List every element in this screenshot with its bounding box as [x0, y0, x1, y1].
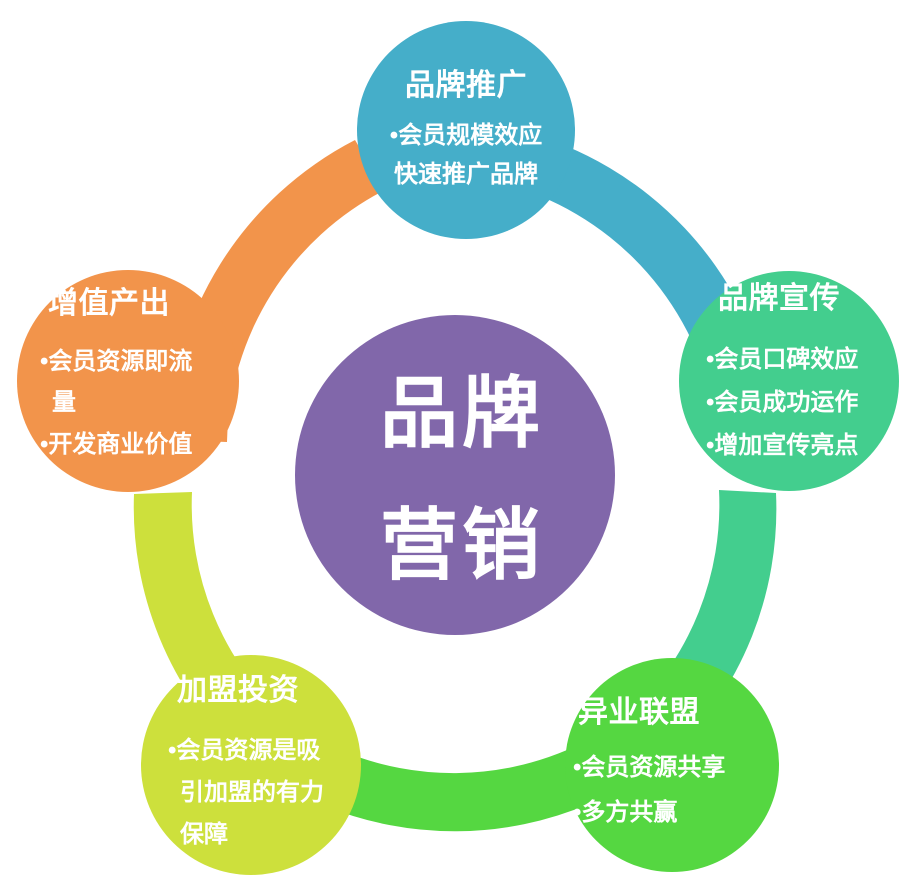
node-brand-promotion-bullet-0: •会员规模效应 — [390, 121, 542, 149]
connector-alliance-to-franchise — [325, 750, 589, 832]
node-value-added-output[interactable]: 增值产出 •会员资源即流 量 •开发商业价值 — [17, 270, 239, 492]
node-brand-publicity-bullet-1: •会员成功运作 — [706, 388, 858, 416]
node-brand-promotion-bullet-1: 快速推广品牌 — [394, 160, 538, 188]
bullet-marker: • — [706, 346, 714, 373]
node-value-added-output-bullet-2: •开发商业价值 — [40, 430, 192, 458]
bullet-marker: • — [573, 799, 581, 826]
bullet-marker: • — [390, 122, 398, 149]
bullet-text: 开发商业价值 — [48, 430, 192, 458]
node-brand-publicity-circle[interactable] — [679, 271, 899, 491]
node-value-added-output-bullet-1: 量 — [52, 389, 76, 416]
node-cross-industry-alliance-circle[interactable] — [565, 658, 779, 872]
bullet-marker: • — [706, 389, 714, 416]
node-franchise-investment-title: 加盟投资 — [177, 674, 299, 707]
node-cross-industry-alliance-bullet-0: •会员资源共享 — [573, 753, 725, 781]
bullet-marker: • — [40, 348, 48, 375]
node-value-added-output-circle[interactable] — [17, 270, 239, 492]
node-brand-publicity-title: 品牌宣传 — [718, 282, 840, 315]
node-brand-publicity-bullet-0: •会员口碑效应 — [706, 345, 858, 373]
center-hub[interactable]: 品牌 营销 — [295, 315, 615, 635]
bullet-marker: • — [40, 431, 48, 458]
center-hub-title-line1: 品牌 — [380, 369, 544, 457]
bullet-text: 会员资源是吸 — [176, 736, 320, 764]
node-brand-promotion-title: 品牌推广 — [405, 69, 527, 102]
node-franchise-investment-bullet-0: •会员资源是吸 — [168, 736, 320, 764]
bullet-text: 多方共赢 — [581, 798, 677, 826]
node-brand-promotion-circle[interactable] — [357, 21, 575, 239]
bullet-marker: • — [168, 737, 176, 764]
bullet-marker: • — [706, 432, 714, 459]
bullet-text: 会员规模效应 — [398, 121, 542, 149]
center-hub-title-line2: 营销 — [380, 501, 544, 589]
bullet-text: 会员口碑效应 — [714, 345, 858, 373]
node-cross-industry-alliance-bullet-1: •多方共赢 — [573, 798, 677, 826]
bullet-text: 会员资源共享 — [581, 753, 725, 781]
bullet-text: 会员成功运作 — [714, 388, 858, 416]
bullet-text: 会员资源即流 — [48, 347, 192, 375]
bullet-text: 增加宣传亮点 — [714, 431, 858, 459]
node-value-added-output-bullet-0: •会员资源即流 — [40, 347, 192, 375]
bullet-marker: • — [573, 754, 581, 781]
node-franchise-investment-bullet-2: 保障 — [179, 820, 228, 848]
node-value-added-output-title: 增值产出 — [48, 287, 170, 320]
node-franchise-investment-bullet-1: 引加盟的有力 — [180, 778, 324, 806]
node-cross-industry-alliance-title: 异业联盟 — [578, 696, 700, 729]
node-brand-publicity[interactable]: 品牌宣传 •会员口碑效应 •会员成功运作 •增加宣传亮点 — [679, 271, 899, 491]
center-hub-circle[interactable] — [295, 315, 615, 635]
node-cross-industry-alliance[interactable]: 异业联盟 •会员资源共享 •多方共赢 — [565, 658, 779, 872]
node-franchise-investment-circle[interactable] — [141, 655, 361, 875]
node-franchise-investment[interactable]: 加盟投资 •会员资源是吸 引加盟的有力 保障 — [141, 655, 361, 875]
node-brand-publicity-bullet-2: •增加宣传亮点 — [706, 431, 858, 459]
node-brand-promotion[interactable]: 品牌推广 •会员规模效应 快速推广品牌 — [357, 21, 575, 239]
